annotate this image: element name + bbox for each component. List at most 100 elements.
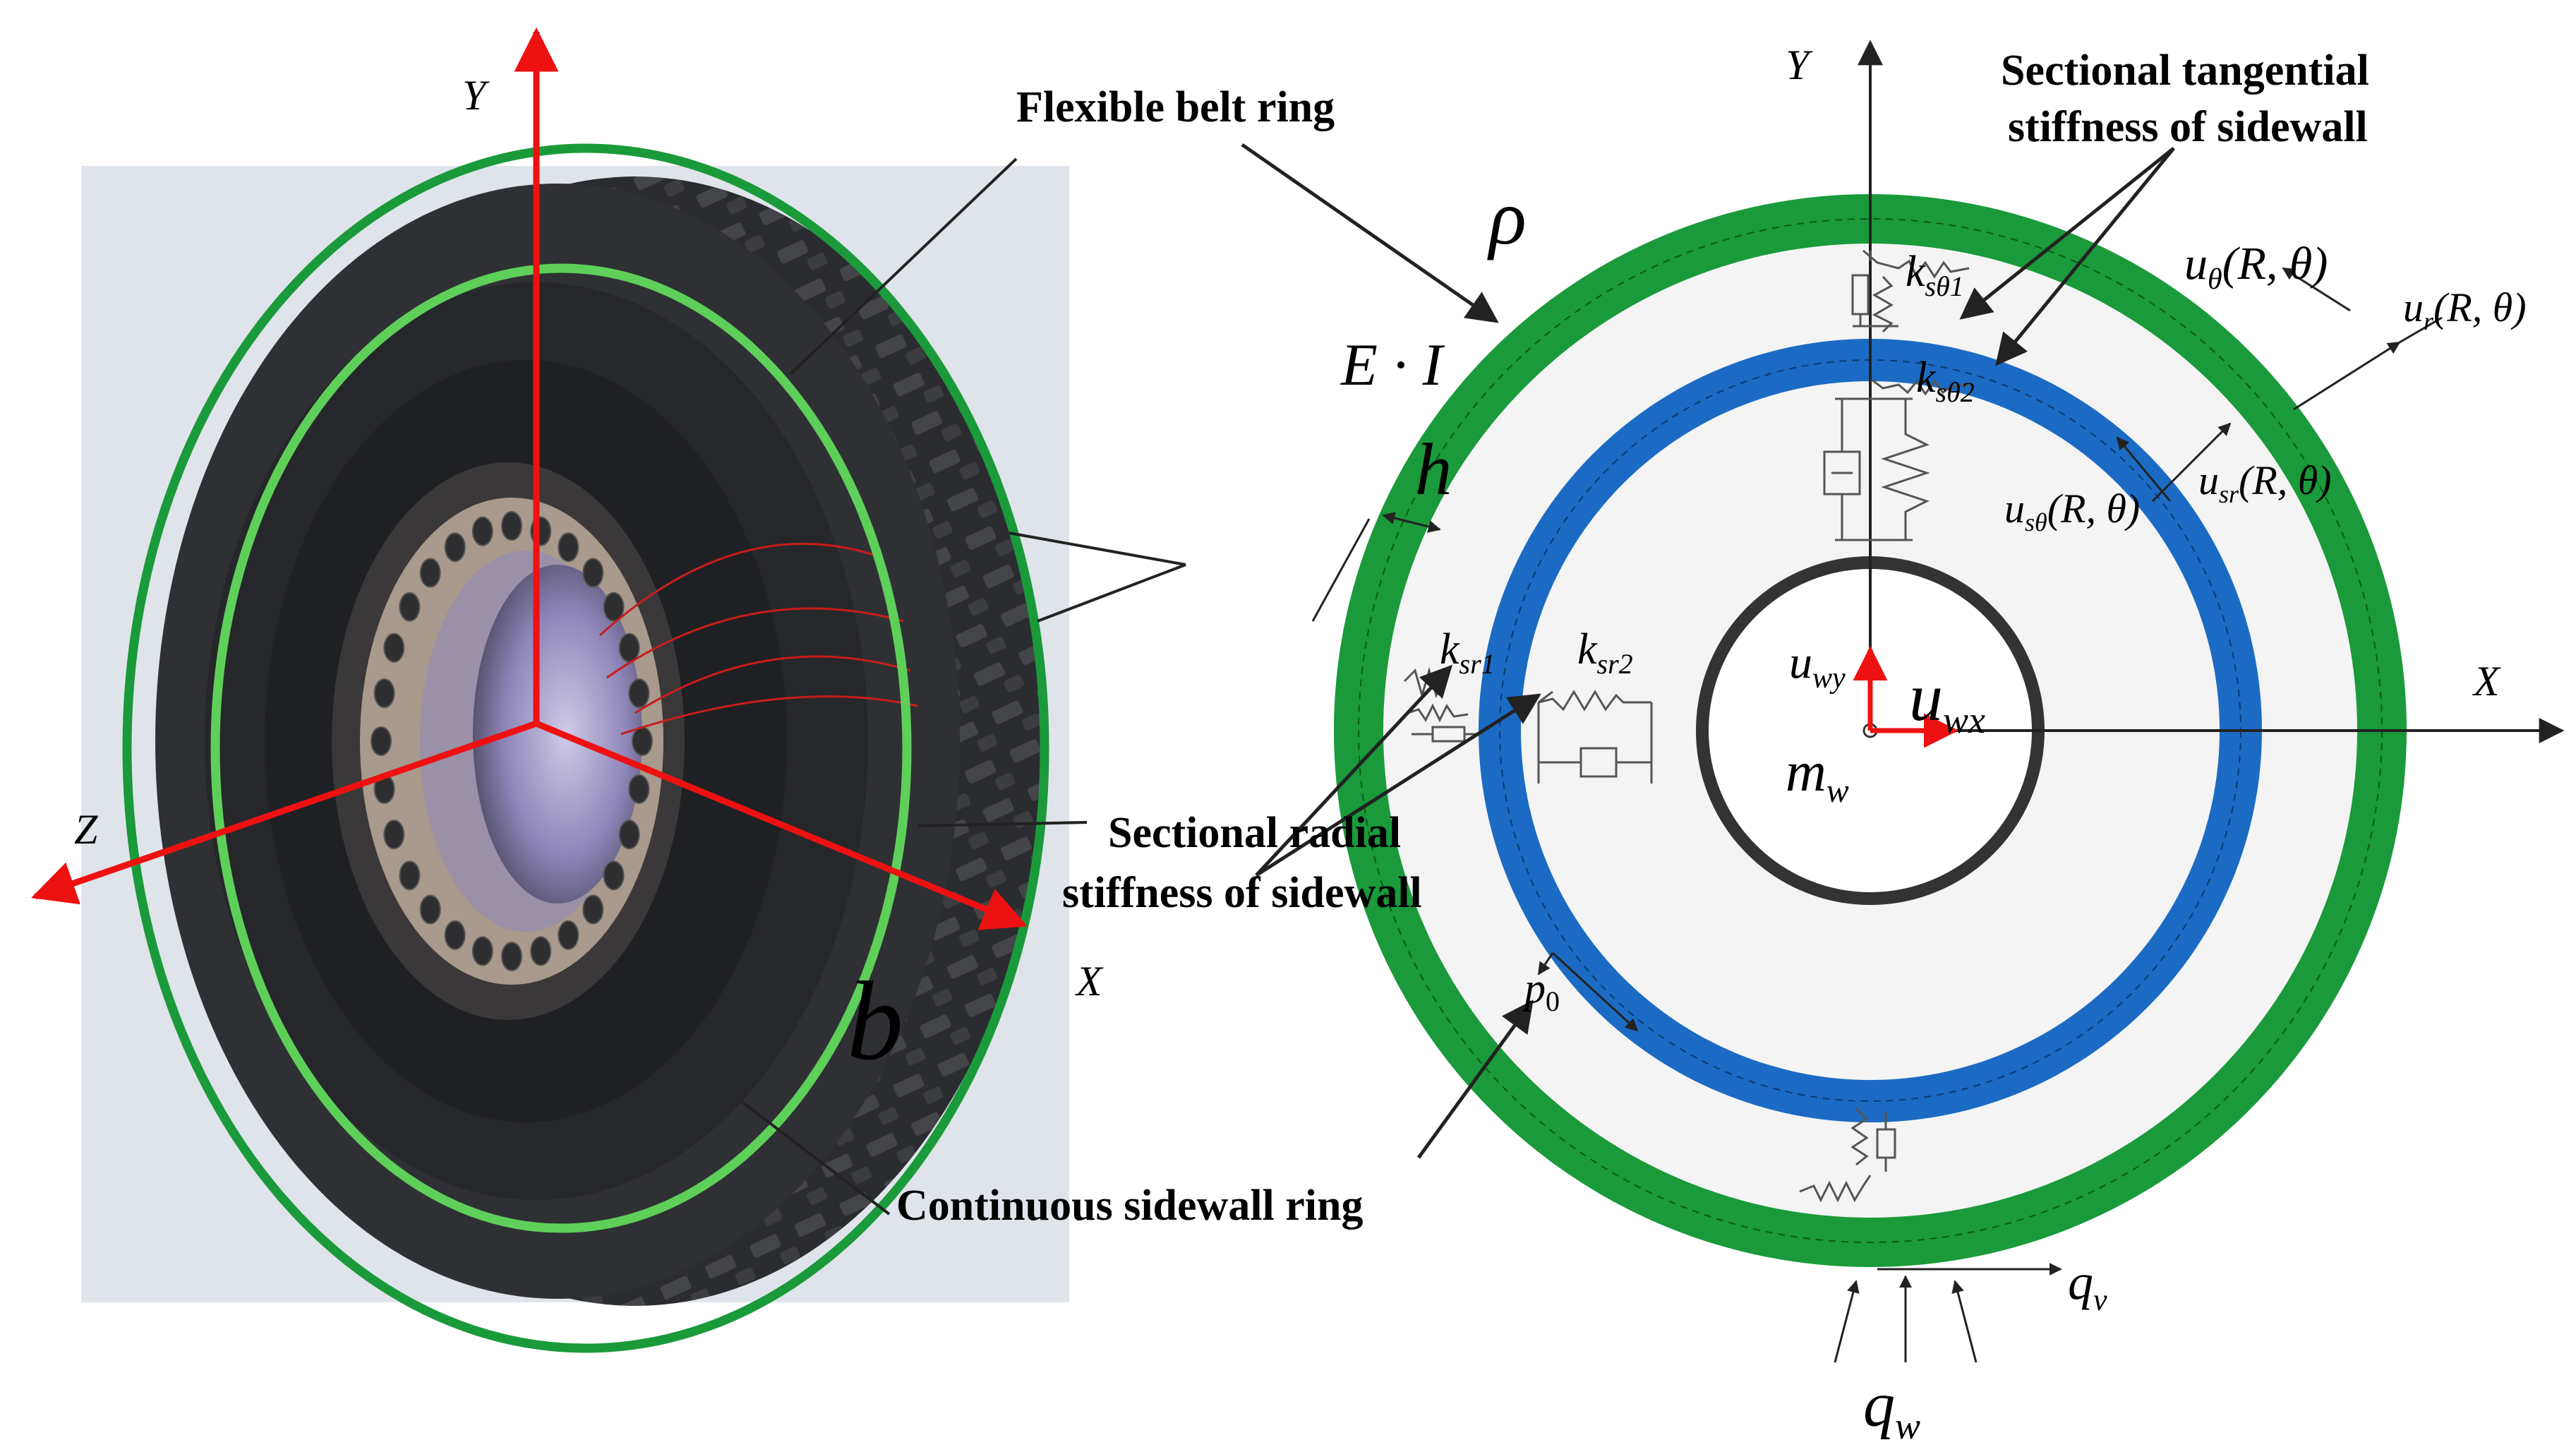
svg-text:uθ(R, θ): uθ(R, θ) bbox=[2184, 238, 2328, 296]
svg-text:mw: mw bbox=[1786, 741, 1849, 810]
left-panel: Y Z X b Flexible belt ring Continuous si… bbox=[31, 27, 1364, 1353]
p0-main: p bbox=[1522, 965, 1546, 1012]
bolt-icon bbox=[444, 920, 466, 950]
u-r-sub: r bbox=[2424, 307, 2434, 335]
svg-text:uwx: uwx bbox=[1909, 659, 1985, 741]
right-panel: Y X bbox=[1062, 40, 2565, 1447]
bolt-icon bbox=[444, 532, 466, 563]
continuous-sidewall-ring bbox=[210, 263, 912, 1233]
bolt-icon bbox=[419, 558, 441, 588]
bolt-icon bbox=[471, 936, 493, 966]
k-sr1-sub: sr1 bbox=[1459, 648, 1495, 680]
u-sr-args: (R, θ) bbox=[2239, 457, 2332, 503]
bolt-icon bbox=[501, 942, 522, 971]
svg-text:usr(R, θ): usr(R, θ) bbox=[2198, 457, 2332, 508]
svg-text:ksθ2: ksθ2 bbox=[1916, 354, 1975, 408]
svg-text:usθ(R, θ): usθ(R, θ) bbox=[2004, 486, 2140, 536]
u-wy-sub: wy bbox=[1812, 662, 1846, 695]
k-st2-sub: sθ2 bbox=[1936, 376, 1975, 408]
u-wx-main: u bbox=[1909, 659, 1943, 735]
p0-sub: 0 bbox=[1546, 985, 1560, 1017]
u-wy-main: u bbox=[1789, 637, 1812, 688]
bolt-icon bbox=[371, 726, 392, 756]
displacement-arrows bbox=[1311, 267, 2443, 1032]
x-axis-label: X bbox=[1075, 958, 1104, 1004]
bolt-icon bbox=[628, 678, 650, 709]
right-axes bbox=[1858, 40, 2565, 743]
width-symbol-b: b bbox=[847, 958, 903, 1084]
bolt-icon bbox=[530, 936, 552, 966]
tangential-stiffness-label-2: stiffness of sidewall bbox=[2008, 103, 2368, 151]
svg-text:qw: qw bbox=[1863, 1370, 1920, 1447]
radial-stiffness-label-1: Sectional radial bbox=[1108, 809, 1401, 857]
u-stheta-sub: sθ bbox=[2025, 508, 2047, 536]
ground-load-arrows bbox=[1834, 1263, 2062, 1363]
u-theta-sub: θ bbox=[2208, 263, 2222, 296]
bolt-icon bbox=[558, 532, 579, 563]
x-axis bbox=[535, 720, 1028, 930]
radial-stiffness-label-2: stiffness of sidewall bbox=[1062, 869, 1422, 917]
u-r-args: (R, θ) bbox=[2433, 284, 2527, 330]
coordinate-axes bbox=[31, 27, 1028, 930]
q-w-main: q bbox=[1863, 1370, 1895, 1440]
k-st1-main: k bbox=[1906, 248, 1926, 296]
bolt-icon bbox=[558, 920, 579, 950]
callout-leaders-left bbox=[740, 157, 1186, 1216]
rim-icon bbox=[332, 462, 685, 1020]
svg-text:qv: qv bbox=[2068, 1254, 2107, 1317]
k-sr2-main: k bbox=[1577, 625, 1598, 673]
u-sr-sub: sr bbox=[2219, 480, 2239, 508]
u-wx-sub: wx bbox=[1943, 699, 1985, 741]
z-axis bbox=[31, 720, 538, 905]
tangential-stiffness-label-1: Sectional tangential bbox=[2001, 47, 2369, 95]
right-x-axis-label: X bbox=[2472, 658, 2501, 704]
bolt-icon bbox=[501, 511, 522, 541]
bolt-icon bbox=[582, 558, 604, 588]
k-st2-main: k bbox=[1916, 354, 1937, 402]
q-v-main: q bbox=[2068, 1254, 2093, 1310]
m-w-main: m bbox=[1786, 741, 1826, 803]
hub-displacement-arrows bbox=[1853, 646, 1958, 748]
rho-symbol: ρ bbox=[1487, 174, 1527, 260]
u-theta-args: (R, θ) bbox=[2222, 238, 2328, 289]
flexible-belt-ring bbox=[122, 143, 1049, 1353]
bolt-icon bbox=[603, 592, 625, 622]
bolt-icon bbox=[399, 860, 421, 891]
h-symbol: h bbox=[1415, 428, 1452, 510]
spring-damper-bottom bbox=[1799, 1107, 1896, 1203]
u-stheta-main: u bbox=[2004, 486, 2025, 532]
svg-text:ksr2: ksr2 bbox=[1577, 625, 1633, 680]
y-axis-label: Y bbox=[462, 72, 490, 119]
sidewall-curves bbox=[598, 542, 918, 736]
right-y-axis-label: Y bbox=[1786, 42, 1813, 88]
svg-text:ksr1: ksr1 bbox=[1440, 625, 1495, 680]
bolt-icon bbox=[628, 774, 650, 804]
bolt-icon bbox=[471, 516, 493, 546]
u-r-main: u bbox=[2403, 284, 2424, 330]
flexible-belt-ring-label: Flexible belt ring bbox=[1016, 83, 1335, 131]
k-sr1-main: k bbox=[1440, 625, 1460, 673]
bolt-icon bbox=[618, 820, 640, 850]
svg-text:ksθ1: ksθ1 bbox=[1906, 248, 1964, 302]
ei-symbol: E · I bbox=[1340, 332, 1445, 398]
u-stheta-args: (R, θ) bbox=[2047, 486, 2141, 532]
k-st1-sub: sθ1 bbox=[1925, 270, 1964, 302]
svg-text:uwy: uwy bbox=[1789, 637, 1846, 695]
k-sr2-sub: sr2 bbox=[1597, 648, 1633, 680]
bolt-icon bbox=[383, 632, 405, 663]
svg-text:p0: p0 bbox=[1522, 965, 1560, 1017]
bolt-icon bbox=[419, 894, 441, 925]
q-w-sub: w bbox=[1895, 1405, 1920, 1447]
bolt-icon bbox=[582, 894, 604, 925]
bolt-icon bbox=[399, 592, 421, 622]
svg-text:ur(R, θ): ur(R, θ) bbox=[2403, 284, 2527, 335]
bolt-icon bbox=[373, 678, 395, 709]
continuous-sidewall-ring-label: Continuous sidewall ring bbox=[896, 1182, 1364, 1230]
q-v-sub: v bbox=[2093, 1283, 2107, 1317]
bolt-icon bbox=[383, 820, 405, 850]
u-theta-main: u bbox=[2184, 238, 2208, 289]
tangential-spring-damper-top bbox=[1823, 249, 1970, 541]
m-w-sub: w bbox=[1826, 772, 1849, 810]
bolt-icon bbox=[603, 860, 625, 891]
